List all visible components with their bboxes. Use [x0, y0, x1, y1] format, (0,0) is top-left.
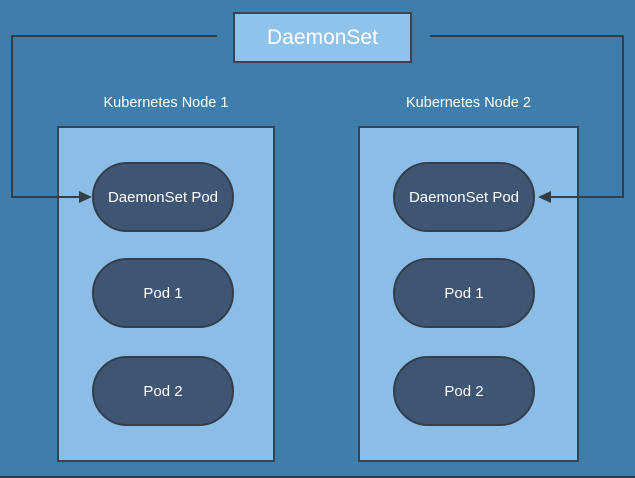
node1-pod1: Pod 1: [92, 258, 234, 328]
node1-pod2-label: Pod 2: [143, 382, 183, 400]
node1-daemonset-pod: DaemonSet Pod: [92, 162, 234, 232]
node1-label: Kubernetes Node 1: [103, 95, 229, 111]
node1-pod2: Pod 2: [92, 356, 234, 426]
node2-daemonset-pod: DaemonSet Pod: [393, 162, 535, 232]
node2-pod2: Pod 2: [393, 356, 535, 426]
node2-pod1: Pod 1: [393, 258, 535, 328]
node1-box: DaemonSet Pod Pod 1 Pod 2: [57, 126, 275, 462]
daemonset-title-box: DaemonSet: [233, 12, 412, 63]
node2-label: Kubernetes Node 2: [406, 95, 531, 111]
node2-pod1-label: Pod 1: [444, 284, 484, 302]
node1-daemonset-pod-label: DaemonSet Pod: [107, 188, 219, 206]
node2-pod2-label: Pod 2: [444, 382, 484, 400]
node1-pod1-label: Pod 1: [143, 284, 183, 302]
node2-box: DaemonSet Pod Pod 1 Pod 2: [358, 126, 579, 462]
node2-daemonset-pod-label: DaemonSet Pod: [408, 188, 520, 206]
daemonset-title-label: DaemonSet: [267, 25, 378, 49]
